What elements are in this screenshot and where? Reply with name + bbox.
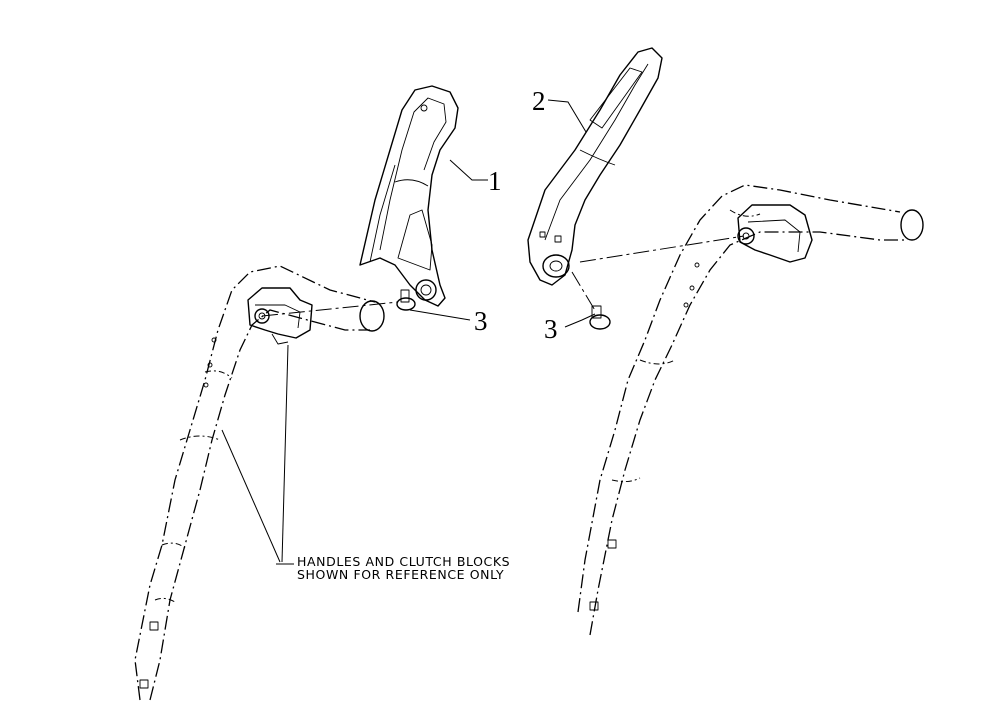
- note-line-1: HANDLES AND CLUTCH BLOCKS: [297, 554, 510, 569]
- leader-part-1: [449, 159, 488, 181]
- callout-1: 1: [488, 166, 502, 196]
- leader-part-3-right: [564, 313, 596, 328]
- assembly-line-right-vertical: [571, 271, 597, 313]
- callout-2: 2: [532, 86, 546, 116]
- callout-3-left: 3: [474, 306, 488, 336]
- leader-part-3-left: [409, 309, 471, 321]
- leader-note-clutch-block: [281, 344, 289, 563]
- leader-part-2: [547, 99, 587, 133]
- right-handle-reference: [577, 184, 924, 636]
- assembly-line-right: [579, 235, 745, 263]
- part-2-lever: [527, 47, 663, 286]
- note-line-2: SHOWN FOR REFERENCE ONLY: [297, 567, 504, 582]
- left-handle-reference: [134, 265, 385, 701]
- assembly-line-left: [261, 301, 399, 317]
- part-3-left-knob: [396, 289, 416, 311]
- leader-note-left-handle: [221, 429, 281, 563]
- callout-3-right: 3: [544, 314, 558, 344]
- part-3-right-knob: [589, 305, 611, 330]
- part-1-lever: [359, 85, 459, 307]
